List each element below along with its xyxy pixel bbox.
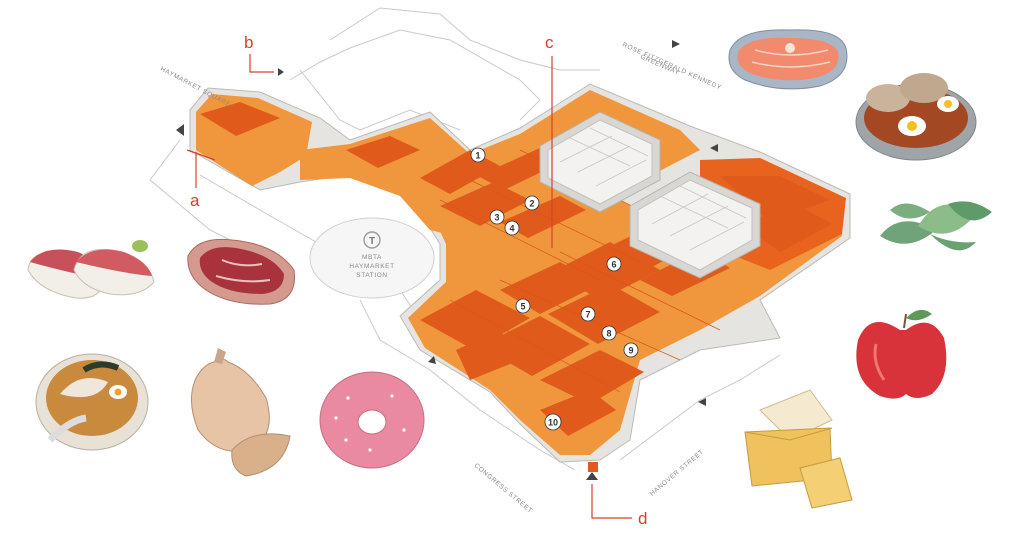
street-congress: CONGRESS STREET [473,462,534,515]
street-haymarket-square: HAYMARKET SQUARE [159,66,232,109]
market-floor [189,83,851,463]
apple-icon [856,309,947,399]
svg-text:d: d [638,509,647,528]
svg-text:a: a [190,191,200,210]
stall-marker-5[interactable]: 5 [515,298,531,314]
svg-text:2: 2 [529,199,534,209]
entrance-b[interactable]: b [244,33,284,76]
svg-text:7: 7 [585,310,590,320]
ham-icon [191,348,291,477]
stall-marker-1[interactable]: 1 [470,147,486,163]
svg-text:b: b [244,33,253,52]
nigiri-icon [27,240,155,299]
entrance-a[interactable]: a [176,124,216,210]
cheese-icon [744,389,853,509]
svg-text:8: 8 [606,329,611,339]
svg-text:c: c [545,33,554,52]
station-line3: STATION [356,272,387,279]
ribeye-icon [187,238,295,305]
entrance-d[interactable]: d [586,462,647,528]
courtyard-south [629,171,761,279]
station-line1: MBTA [362,254,382,261]
direction-arrows [428,40,718,406]
stall-marker-9[interactable]: 9 [623,342,639,358]
entrance-c[interactable]: c [545,33,554,248]
stall-marker-4[interactable]: 4 [504,220,520,236]
stall-marker-6[interactable]: 6 [606,256,622,272]
shakshuka-icon [855,73,977,161]
svg-text:1: 1 [475,151,480,161]
stall-markers: 1 2 3 4 5 6 7 8 [470,147,639,431]
svg-text:5: 5 [520,302,525,312]
basil-icon [880,201,992,251]
mbta-logo: T [369,236,375,247]
street-hanover: HANOVER STREET [649,448,706,497]
ramen-icon [35,353,149,451]
svg-text:4: 4 [509,224,514,234]
courtyard-north [539,111,661,213]
stall-marker-10[interactable]: 10 [544,413,562,431]
stall-marker-8[interactable]: 8 [601,325,617,341]
donut-icon [319,371,425,469]
svg-text:10: 10 [548,418,558,428]
stall-marker-7[interactable]: 7 [580,306,596,322]
stall-marker-3[interactable]: 3 [489,209,505,225]
svg-text:3: 3 [494,213,499,223]
svg-text:6: 6 [611,260,616,270]
salmon-steak-icon [728,29,848,90]
stall-marker-2[interactable]: 2 [524,195,540,211]
mbta-station: T MBTA HAYMARKET STATION [309,217,435,299]
station-line2: HAYMARKET [349,263,394,270]
svg-text:9: 9 [628,346,633,356]
